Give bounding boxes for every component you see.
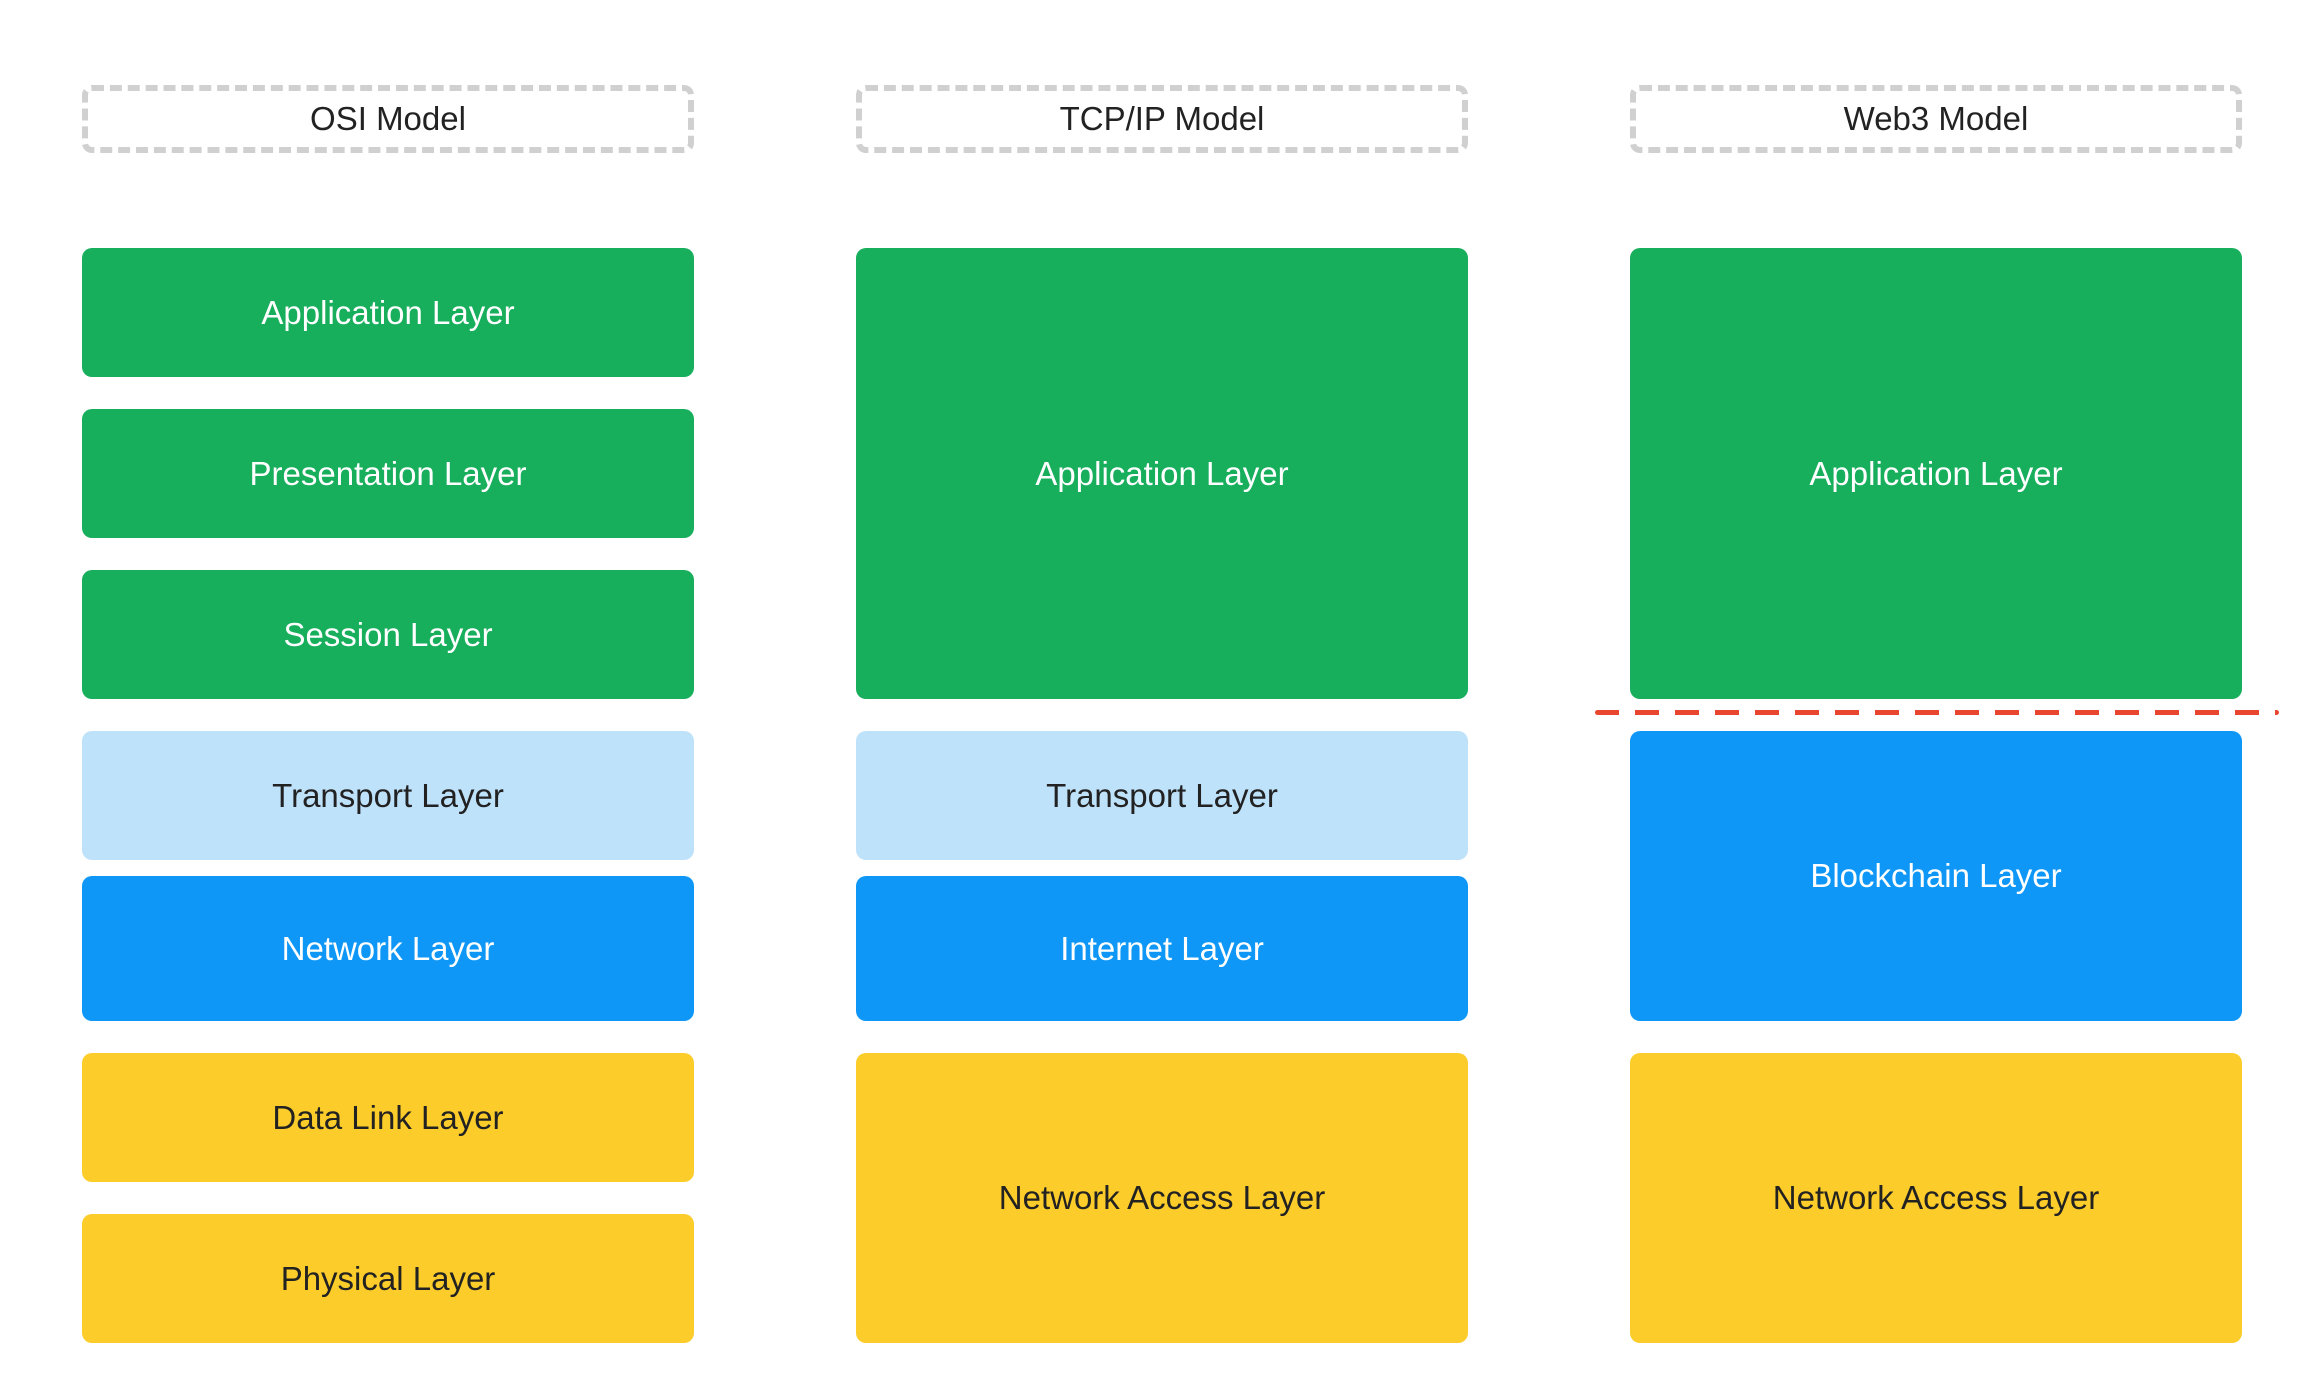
web3-boundary-divider xyxy=(1595,710,2279,715)
osi-physical-layer: Physical Layer xyxy=(82,1214,694,1343)
osi-transport-layer: Transport Layer xyxy=(82,731,694,860)
osi-application-layer: Application Layer xyxy=(82,248,694,377)
tcpip-application-layer: Application Layer xyxy=(856,248,1468,699)
tcpip-model-header: TCP/IP Model xyxy=(856,85,1468,153)
osi-network-layer: Network Layer xyxy=(82,876,694,1021)
osi-data-link-layer: Data Link Layer xyxy=(82,1053,694,1182)
osi-model-header: OSI Model xyxy=(82,85,694,153)
web3-network-access-layer: Network Access Layer xyxy=(1630,1053,2242,1343)
web3-application-layer: Application Layer xyxy=(1630,248,2242,699)
tcpip-internet-layer: Internet Layer xyxy=(856,876,1468,1021)
osi-session-layer: Session Layer xyxy=(82,570,694,699)
tcpip-network-access-layer: Network Access Layer xyxy=(856,1053,1468,1343)
web3-blockchain-layer: Blockchain Layer xyxy=(1630,731,2242,1021)
web3-model-header: Web3 Model xyxy=(1630,85,2242,153)
tcpip-transport-layer: Transport Layer xyxy=(856,731,1468,860)
osi-presentation-layer: Presentation Layer xyxy=(82,409,694,538)
